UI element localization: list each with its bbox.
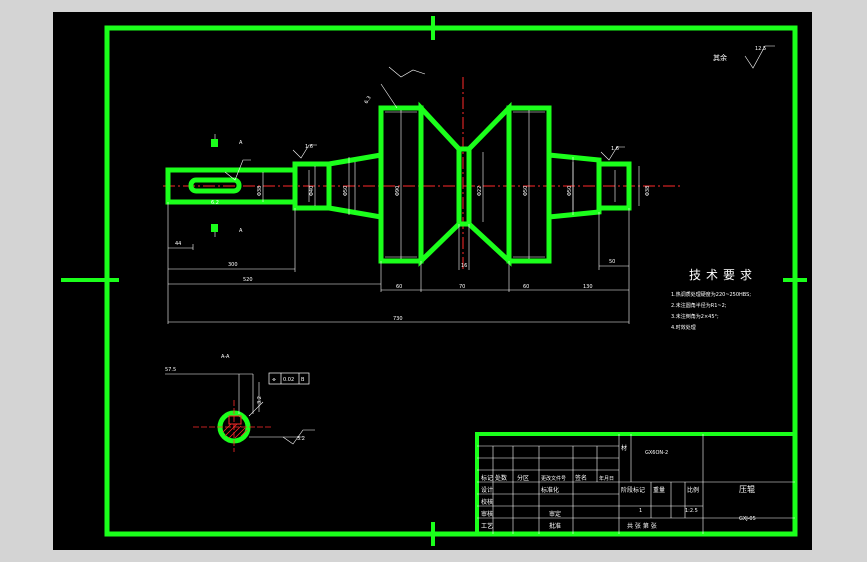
section-a-bottom: A — [239, 228, 243, 234]
cone-left — [418, 101, 462, 267]
sub-code: GX6ON-2 — [645, 450, 668, 456]
keyway-slot — [188, 177, 242, 194]
svg-text:分区: 分区 — [517, 474, 529, 482]
svg-text:标记: 标记 — [481, 474, 493, 482]
drawing-no: GXJ-05 — [739, 516, 756, 522]
svg-text:共 张 第 张: 共 张 第 张 — [627, 522, 657, 530]
section-dim: 57.5 — [165, 367, 176, 373]
dim-60b: 60 — [523, 284, 529, 290]
dim-key: 6.2 — [211, 200, 219, 206]
svg-text:批准: 批准 — [549, 522, 561, 530]
svg-text:Φ40: Φ40 — [309, 186, 315, 196]
dim-60a: 60 — [396, 284, 402, 290]
shaft-body — [165, 101, 632, 267]
svg-text:重量: 重量 — [653, 486, 665, 494]
tech-req-2: 2.未注圆角半径为R1~2; — [671, 302, 727, 309]
tech-req-1: 1.热调质处理硬度为220~250HBS; — [671, 291, 751, 298]
svg-text:更改文件号: 更改文件号 — [541, 475, 566, 482]
tolerance-frame — [268, 372, 310, 385]
scale-value: 1:2.5 — [685, 508, 698, 514]
shaft-right-end — [596, 161, 632, 211]
section-roughness: 3.2 — [257, 396, 263, 404]
dim-16: 16 — [461, 263, 467, 269]
svg-text:签名: 签名 — [575, 474, 587, 482]
dim-70: 70 — [459, 284, 465, 290]
svg-text:审定: 审定 — [549, 510, 561, 518]
dim-730: 730 — [393, 316, 403, 322]
svg-text:Φ38: Φ38 — [645, 186, 651, 196]
dim-50: 50 — [609, 259, 615, 265]
svg-text:Φ50: Φ50 — [567, 186, 573, 196]
dim-44: 44 — [175, 241, 181, 247]
svg-text:审核: 审核 — [481, 510, 493, 518]
roughness-right: 1.6 — [611, 146, 619, 152]
section-a-top: A — [239, 140, 243, 146]
svg-text:校核: 校核 — [481, 498, 493, 506]
section-view: A-A 57.5 3.2 3.2 ⌯ 0.02 B — [165, 354, 315, 452]
section-title: A-A — [221, 354, 230, 360]
svg-text:Φ38: Φ38 — [257, 186, 263, 196]
svg-text:⌯: ⌯ — [272, 377, 276, 383]
dim-520: 520 — [243, 277, 253, 283]
svg-text:Φ90: Φ90 — [395, 186, 401, 196]
roughness-other: 其余 — [713, 53, 727, 62]
section-marker-bottom — [211, 224, 218, 232]
dimension-lines — [167, 66, 640, 324]
drum-detail-lines — [308, 111, 616, 258]
svg-text:设计: 设计 — [481, 486, 493, 494]
tech-req-4: 4.时效处理 — [671, 324, 696, 331]
section-marker-top — [211, 139, 218, 147]
svg-text:1: 1 — [639, 508, 642, 514]
svg-text:0.02: 0.02 — [283, 377, 294, 383]
svg-text:Φ50: Φ50 — [343, 186, 349, 196]
tech-req-3: 3.未注倒角为2×45°; — [671, 313, 719, 320]
svg-text:Φ22: Φ22 — [477, 186, 483, 196]
part-name: 压辊 — [739, 484, 755, 494]
dim-130: 130 — [583, 284, 593, 290]
svg-text:处数: 处数 — [495, 474, 507, 482]
svg-text:B: B — [301, 377, 305, 383]
tech-req-title: 技术要求 — [689, 268, 757, 282]
section-roughness-bottom: 3.2 — [297, 436, 305, 442]
svg-text:工艺: 工艺 — [481, 522, 493, 530]
cad-viewport[interactable]: 44 300 520 60 70 60 130 50 730 16 6.2 Φ3… — [53, 12, 812, 550]
dim-300: 300 — [228, 262, 238, 268]
roughness-other-value: 12.5 — [755, 46, 766, 52]
cone-right — [466, 101, 512, 267]
drawing-canvas: 44 300 520 60 70 60 130 50 730 16 6.2 Φ3… — [61, 16, 807, 546]
svg-text:阶段标记: 阶段标记 — [621, 486, 645, 494]
roughness-top: 6.3 — [364, 95, 373, 105]
svg-text:材: 材 — [621, 444, 627, 452]
diameter-labels: Φ38 Φ40 Φ50 Φ90 Φ22 Φ50 Φ50 Φ38 — [257, 186, 651, 196]
svg-text:Φ50: Φ50 — [523, 186, 529, 196]
svg-text:年月日: 年月日 — [599, 475, 614, 482]
svg-text:比例: 比例 — [687, 486, 699, 494]
roughness-left: 1.6 — [305, 144, 313, 150]
title-block: 材 GX6ON-2 标记 处数 分区 更改文件号 签名 年月日 设计 校核 审核… — [475, 432, 797, 536]
svg-text:标准化: 标准化 — [541, 486, 559, 494]
